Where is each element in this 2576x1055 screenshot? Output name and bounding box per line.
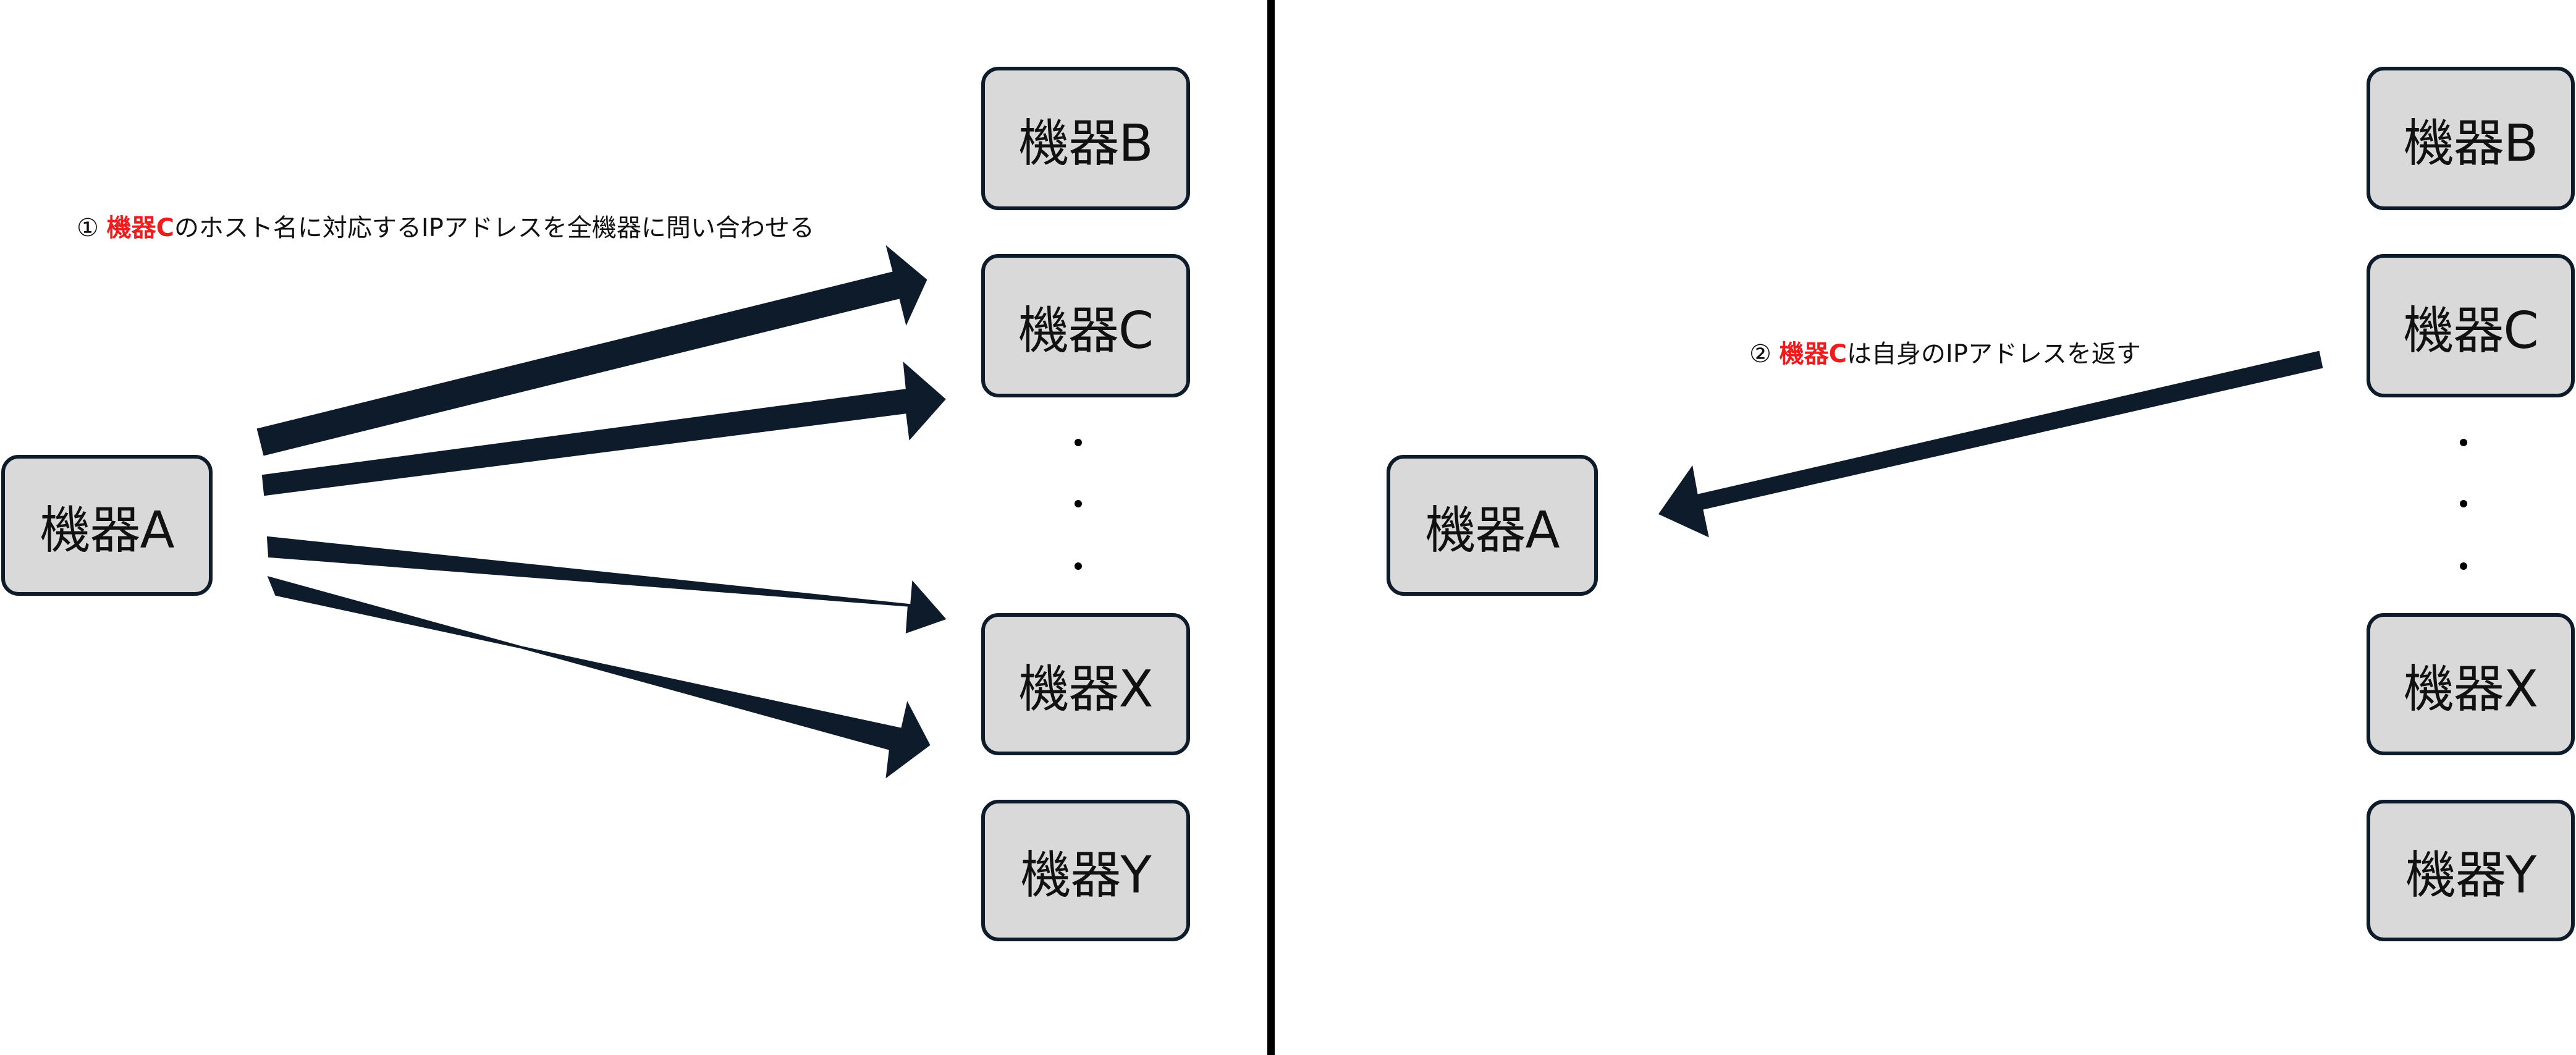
left-node-device-c-label: 機器C [1018,301,1154,360]
left-node-device-x[interactable]: 機器X [981,613,1190,755]
left-node-device-b-label: 機器B [1018,114,1153,173]
left-caption-marker: ① [77,214,99,242]
left-node-device-b[interactable]: 機器B [981,67,1190,210]
right-node-device-a[interactable]: 機器A [1387,455,1598,596]
left-node-device-x-label: 機器X [1018,659,1153,719]
right-node-device-b[interactable]: 機器B [2367,67,2575,210]
right-ellipsis-dot-2 [2460,500,2467,507]
right-node-device-c-label: 機器C [2403,301,2538,360]
arrow-c-to-a [1658,350,2323,538]
arrow-a-to-c-upper [256,245,927,456]
left-node-device-y-label: 機器Y [1020,846,1151,905]
right-caption: ② 機器Cは自身のIPアドレスを返す [1749,334,2141,370]
left-caption-highlight: 機器C [106,214,174,242]
arrow-a-to-x-lower [267,575,931,779]
right-node-device-x-label: 機器X [2403,659,2538,719]
right-caption-text: は自身のIPアドレスを返す [1846,340,2141,368]
left-node-device-a[interactable]: 機器A [1,455,213,596]
right-ellipsis-dot-1 [2460,439,2467,446]
right-caption-highlight: 機器C [1779,340,1847,368]
left-caption: ① 機器Cのホスト名に対応するIPアドレスを全機器に問い合わせる [77,208,814,244]
right-node-device-b-label: 機器B [2403,114,2538,173]
right-ellipsis-dot-3 [2460,562,2467,570]
left-ellipsis-dot-3 [1075,562,1082,570]
right-caption-marker: ② [1749,340,1772,368]
left-ellipsis-dot-1 [1075,439,1082,446]
arrow-a-to-c-lower [261,362,946,496]
panel-divider [1267,0,1275,1055]
left-caption-text: のホスト名に対応するIPアドレスを全機器に問い合わせる [174,214,814,242]
right-node-device-a-label: 機器A [1425,501,1560,560]
left-ellipsis-dot-2 [1075,500,1082,507]
arrow-a-to-x-upper [266,536,947,633]
left-node-device-a-label: 機器A [40,501,174,560]
left-node-device-c[interactable]: 機器C [981,254,1190,397]
right-node-device-y[interactable]: 機器Y [2367,800,2575,941]
right-node-device-y-label: 機器Y [2405,846,2536,905]
right-node-device-x[interactable]: 機器X [2367,613,2575,755]
left-node-device-y[interactable]: 機器Y [981,800,1190,941]
right-node-device-c[interactable]: 機器C [2367,254,2575,397]
